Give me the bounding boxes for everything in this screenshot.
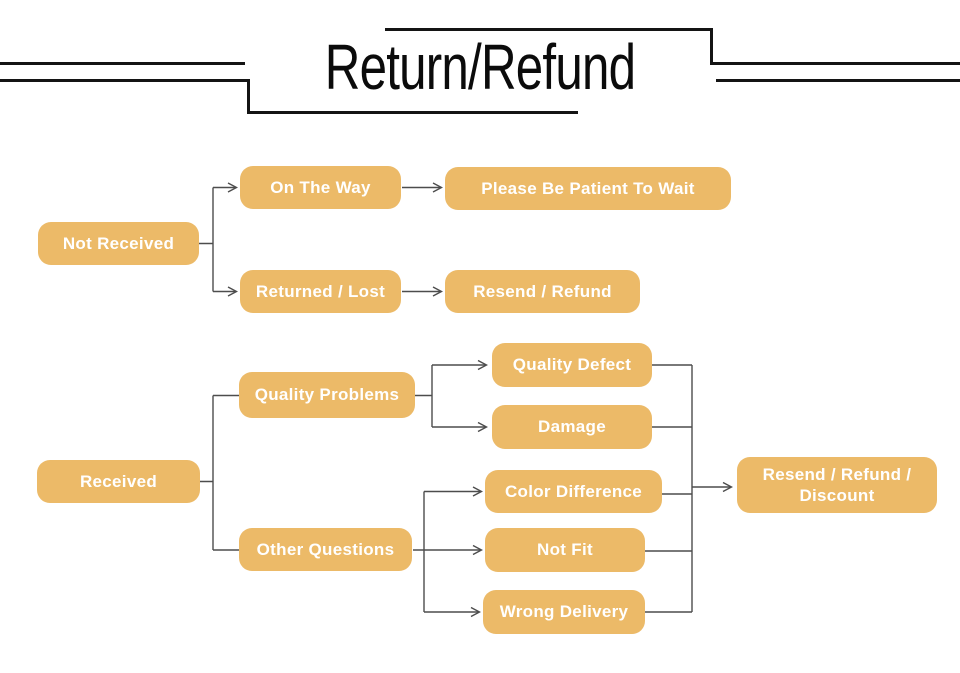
flow-node-please-be-patient: Please Be Patient To Wait <box>445 167 731 210</box>
flow-node-not-fit: Not Fit <box>485 528 645 572</box>
flow-node-received: Received <box>37 460 200 503</box>
title-frame-line-right-lower <box>716 79 960 82</box>
flow-node-resend-refund-discount: Resend / Refund / Discount <box>737 457 937 513</box>
flow-node-quality-problems: Quality Problems <box>239 372 415 418</box>
flow-node-returned-lost: Returned / Lost <box>240 270 401 313</box>
edge-trunks <box>199 187 693 613</box>
flow-node-damage: Damage <box>492 405 652 449</box>
page-title: Return/Refund <box>324 31 636 103</box>
title-frame-line-left-upper <box>0 62 245 65</box>
title-frame-line-right-vert <box>710 28 713 65</box>
flow-node-color-difference: Color Difference <box>485 470 662 513</box>
flow-node-wrong-delivery: Wrong Delivery <box>483 590 645 634</box>
title-frame-line-left-vert <box>247 79 250 114</box>
flow-node-not-received: Not Received <box>38 222 199 265</box>
flow-node-on-the-way: On The Way <box>240 166 401 209</box>
flow-node-resend-refund: Resend / Refund <box>445 270 640 313</box>
title-frame-line-top <box>385 28 713 31</box>
title-frame-line-right-upper <box>710 62 960 65</box>
flow-node-other-questions: Other Questions <box>239 528 412 571</box>
title-frame-line-left-lower <box>0 79 250 82</box>
title-frame-line-bottom <box>247 111 578 114</box>
flow-node-quality-defect: Quality Defect <box>492 343 652 387</box>
